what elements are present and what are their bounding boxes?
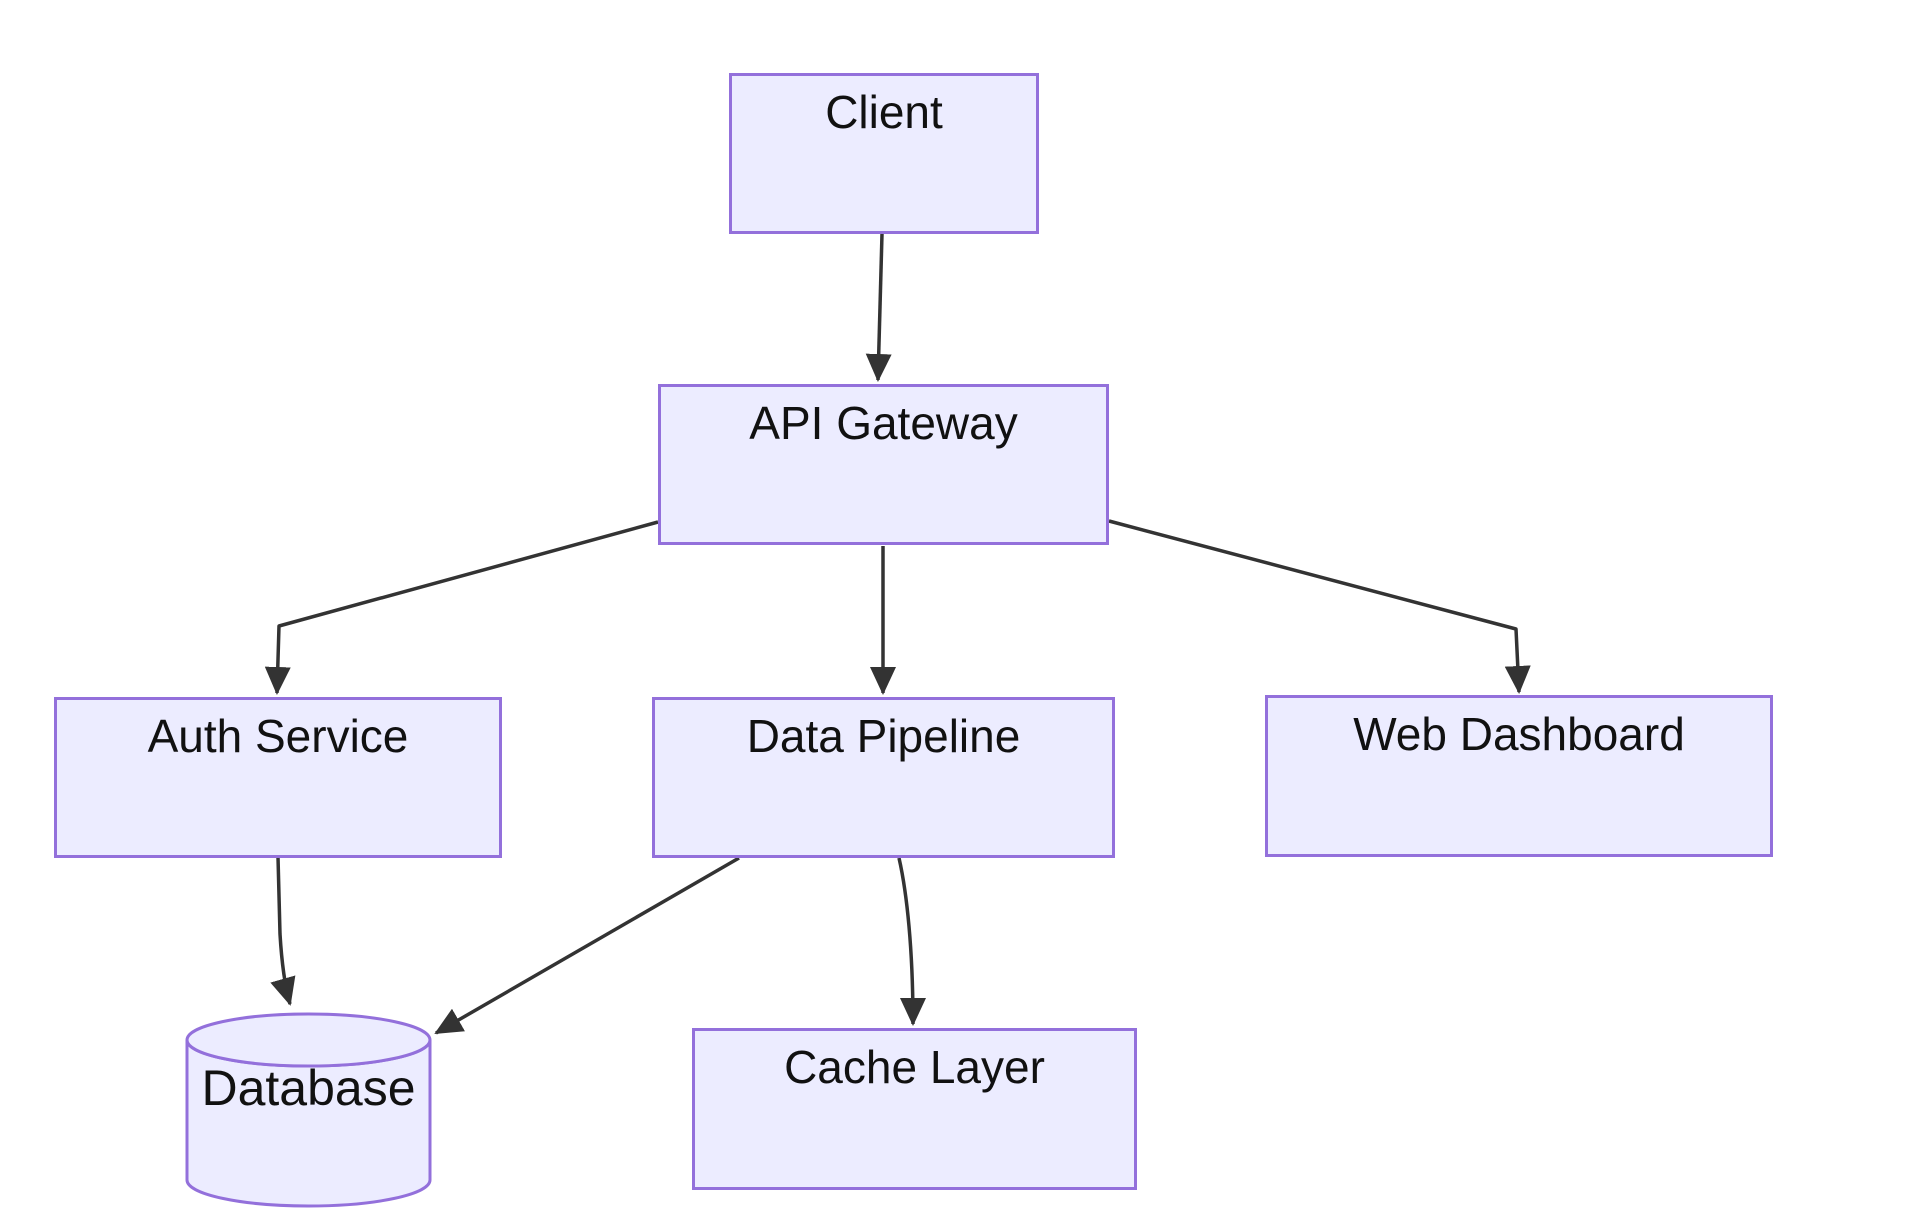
edge-data-pipeline-to-cache-layer	[897, 857, 926, 1026]
edge-client-to-api-gateway	[865, 233, 892, 382]
edge-api-gateway-to-web-dashboard	[1108, 519, 1531, 694]
node-data-pipeline-label: Data Pipeline	[746, 710, 1021, 762]
node-cache-layer-label: Cache Layer	[784, 1041, 1045, 1093]
node-data-pipeline: Data Pipeline	[652, 697, 1115, 858]
edge-data-pipeline-to-database	[434, 856, 740, 1035]
node-api-gateway-label: API Gateway	[749, 397, 1018, 449]
node-cache-layer: Cache Layer	[692, 1028, 1137, 1190]
node-api-gateway: API Gateway	[658, 384, 1109, 545]
node-web-dashboard-label: Web Dashboard	[1353, 708, 1685, 760]
node-web-dashboard: Web Dashboard	[1265, 695, 1773, 857]
edge-api-gateway-to-auth-service	[264, 520, 659, 695]
node-client-label: Client	[825, 86, 943, 138]
node-auth-service-label: Auth Service	[147, 710, 409, 762]
edge-auth-service-to-database	[270, 856, 296, 1006]
node-database-label: Database	[201, 1060, 416, 1116]
node-auth-service: Auth Service	[54, 697, 502, 858]
node-client: Client	[729, 73, 1039, 234]
